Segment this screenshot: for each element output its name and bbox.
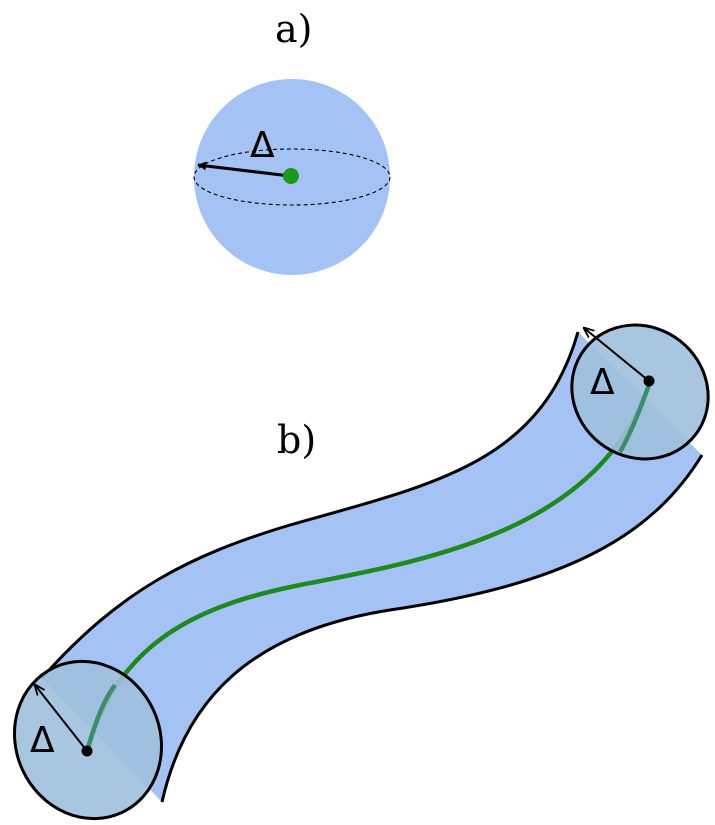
tube-end-radius-symbol: Δ [590, 362, 615, 403]
tube-start-center-dot [81, 745, 93, 757]
sphere-radius-arrow [197, 161, 291, 178]
sphere-radius-symbol: Δ [250, 125, 275, 166]
tube-body [42, 332, 702, 802]
tube-end-center-dot [643, 375, 655, 387]
tube-start-radius-symbol: Δ [30, 720, 55, 761]
tube-lower-edge [160, 454, 704, 803]
panel-a-label: a) [275, 7, 312, 51]
sphere-center-dot [283, 168, 299, 184]
tube-center-curve [85, 381, 653, 749]
sphere-equator [193, 148, 391, 206]
panel-a: a) Δ [193, 7, 391, 275]
tube-end-radius-arrow [584, 328, 650, 382]
panel-b-label: b) [277, 418, 316, 462]
tube-center-curve-end-segment [618, 381, 653, 454]
tube-center-curve-start-segment [85, 683, 117, 749]
tube-upper-edge [40, 331, 580, 679]
tube-end-cap [570, 323, 710, 461]
panel-b: b) Δ Δ [13, 323, 710, 821]
tube-start-cap [13, 659, 163, 821]
tube-start-radius-arrow [35, 685, 88, 752]
